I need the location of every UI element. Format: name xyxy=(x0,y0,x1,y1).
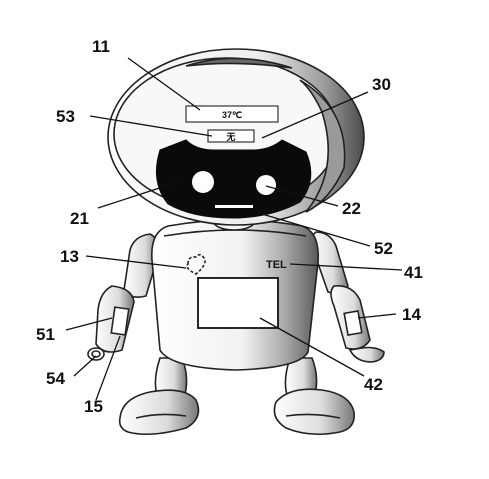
tel-label: TEL xyxy=(266,259,287,271)
ref-21: 21 xyxy=(70,209,89,228)
mouth xyxy=(215,205,253,208)
left-arm xyxy=(87,233,160,361)
left-wrist-panel xyxy=(110,306,130,336)
right-arm xyxy=(310,231,385,363)
chest-screen xyxy=(197,277,279,329)
right-leg xyxy=(273,357,356,436)
status-text: 无 xyxy=(225,132,235,142)
temperature-display xyxy=(185,105,279,123)
ref-52: 52 xyxy=(374,239,393,258)
ref-51: 51 xyxy=(36,325,55,344)
ref-14: 14 xyxy=(402,305,421,324)
heart-indicator xyxy=(186,253,206,275)
face-visor xyxy=(155,139,312,219)
ref-53: 53 xyxy=(56,107,75,126)
ref-54: 54 xyxy=(46,369,65,388)
left-eye xyxy=(192,171,214,193)
torso: TEL xyxy=(151,213,319,371)
reference-numerals: 11 30 53 21 22 52 13 41 14 51 42 54 15 xyxy=(36,37,423,416)
ref-15: 15 xyxy=(84,397,103,416)
ref-22: 22 xyxy=(342,199,361,218)
ref-11: 11 xyxy=(92,37,110,56)
right-wrist-panel xyxy=(343,310,363,336)
leader-lines xyxy=(65,57,403,401)
ref-41: 41 xyxy=(404,263,423,282)
left-leg xyxy=(118,357,200,436)
temperature-text: 37℃ xyxy=(222,110,242,120)
ref-13: 13 xyxy=(60,247,79,266)
ref-30: 30 xyxy=(372,75,391,94)
ref-42: 42 xyxy=(364,375,383,394)
right-eye xyxy=(256,175,276,195)
head: 37℃ 无 xyxy=(107,48,365,226)
